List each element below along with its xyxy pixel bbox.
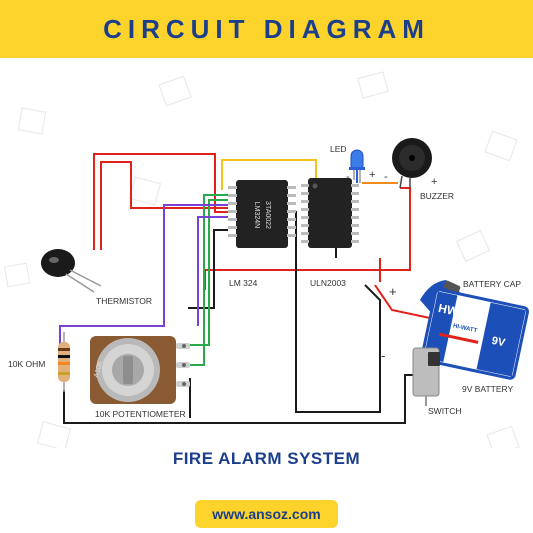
battery-minus-mark: - (381, 348, 386, 363)
led-plus-mark: + (369, 169, 376, 181)
uln2003-chip (301, 178, 359, 248)
lm324-marking-b: 3TA0022 (264, 201, 271, 229)
battery-plus-mark: + (389, 284, 397, 299)
battery-brand-text: HI-WATT (452, 323, 478, 334)
pot-marking: A10K (93, 360, 104, 379)
website-link[interactable]: www.ansoz.com (212, 506, 321, 522)
battery-voltage: 9V (491, 335, 507, 350)
potentiometer-component: A10K (90, 336, 190, 404)
resistor-component (58, 332, 70, 392)
led-minus-mark: - (346, 171, 350, 183)
buzzer-component (392, 138, 432, 189)
thermistor-component (41, 249, 102, 293)
lm324-label: LM 324 (229, 278, 258, 288)
uln2003-label: ULN2003 (310, 278, 346, 288)
header-banner (0, 0, 533, 58)
purple-wires (59, 204, 228, 345)
switch-label: SWITCH (428, 406, 462, 416)
thermistor-label: THERMISTOR (96, 296, 153, 306)
potentiometer-label: 10K POTENTIOMETER (95, 409, 186, 419)
buzzer-minus-mark: - (384, 171, 388, 183)
switch-component (412, 347, 440, 406)
battery-component: HW HI-WATT 9V (420, 288, 530, 380)
buzzer-label: BUZZER (420, 191, 454, 201)
resistor-label: 10K OHM (8, 359, 46, 369)
battery-brand: HW (437, 301, 460, 319)
green-wires (188, 194, 228, 366)
lm324-marking-a: LM324N (253, 202, 260, 228)
yellow-wire (221, 159, 317, 190)
system-title: FIRE ALARM SYSTEM (172, 449, 361, 468)
page-title: CIRCUIT DIAGRAM (103, 14, 430, 44)
background-decoration (3, 71, 520, 448)
battery-label: 9V BATTERY (462, 384, 514, 394)
buzzer-plus-mark: + (431, 176, 438, 188)
url-pill (195, 500, 338, 528)
led-component (349, 149, 365, 183)
lm324-chip: LM324N 3TA0022 (228, 180, 296, 248)
led-label: LED (330, 144, 347, 154)
battery-cap-label: BATTERY CAP (463, 279, 522, 289)
circuit-diagram: LM324N 3TA0022 (3, 71, 530, 448)
